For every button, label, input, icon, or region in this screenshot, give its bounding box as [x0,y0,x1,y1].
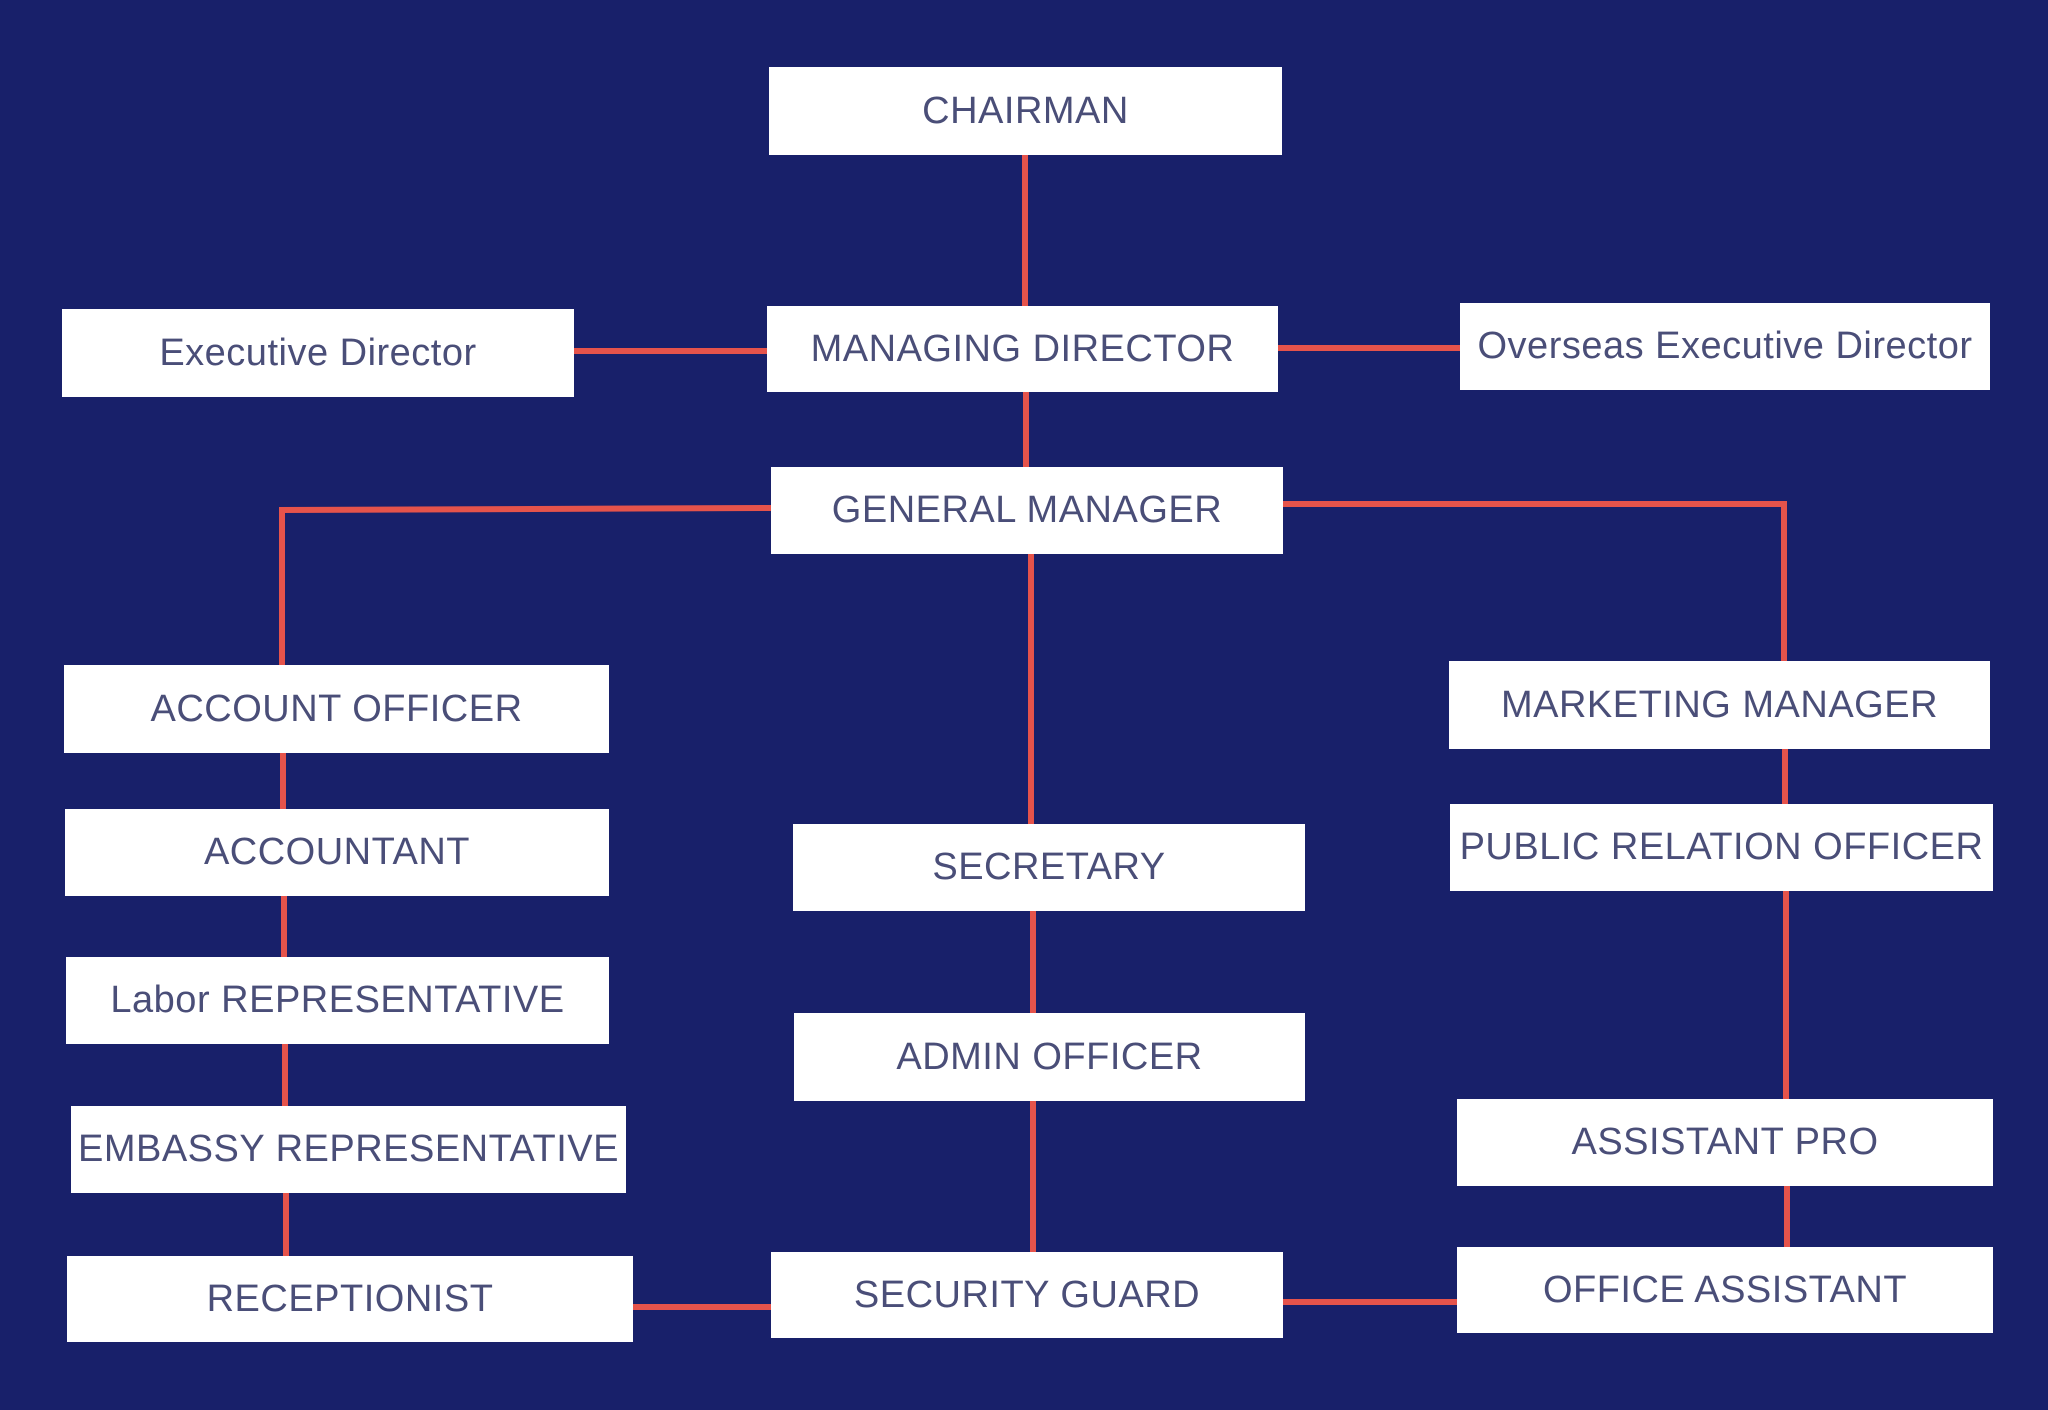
box-overseas-executive-director: Overseas Executive Director [1460,303,1990,390]
box-admin-officer: ADMIN OFFICER [794,1013,1305,1101]
box-assistant-pro: ASSISTANT PRO [1457,1099,1993,1186]
box-accountant: ACCOUNTANT [65,809,609,896]
box-marketing-manager: MARKETING MANAGER [1449,661,1990,749]
connector-general-manager-marketing-manager [1280,501,1787,664]
box-security-guard: SECURITY GUARD [771,1252,1283,1338]
box-general-manager: GENERAL MANAGER [771,467,1283,554]
box-managing-director: MANAGING DIRECTOR [767,306,1278,392]
box-secretary: SECRETARY [793,824,1305,911]
connector-general-manager-account-officer [279,504,775,668]
box-embassy-representative: EMBASSY REPRESENTATIVE [71,1106,626,1193]
box-labor-representative: Labor REPRESENTATIVE [66,957,609,1044]
box-public-relation-officer: PUBLIC RELATION OFFICER [1450,804,1993,891]
box-account-officer: ACCOUNT OFFICER [64,665,609,753]
box-receptionist: RECEPTIONIST [67,1256,633,1342]
box-chairman: CHAIRMAN [769,67,1282,155]
box-executive-director: Executive Director [62,309,574,397]
box-office-assistant: OFFICE ASSISTANT [1457,1247,1993,1333]
